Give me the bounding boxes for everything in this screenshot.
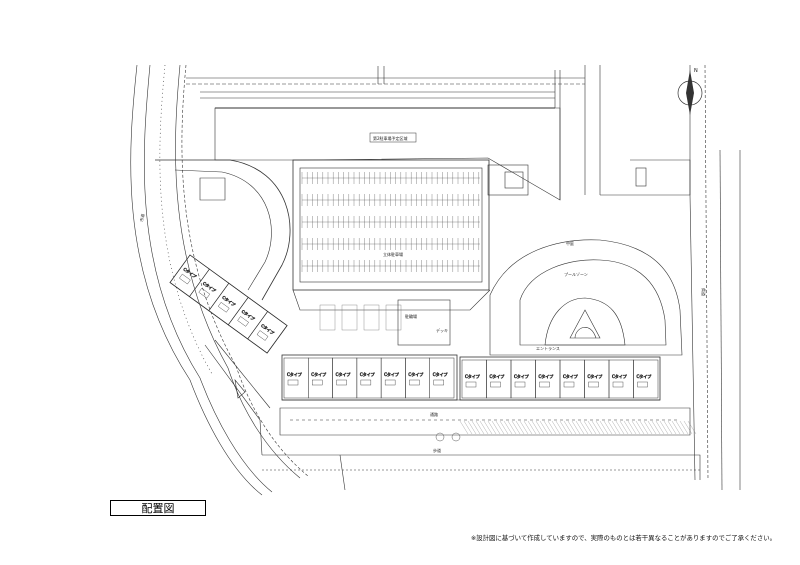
- label-entrance: エントランス: [536, 345, 560, 351]
- label-walkway: 通路: [430, 411, 438, 417]
- unit-type-label: Cタイプ: [287, 371, 302, 377]
- west-wing-building: Cタイプ Cタイプ Cタイプ Cタイプ Cタイプ: [169, 254, 288, 354]
- unit-type-label: Cタイプ: [514, 373, 529, 379]
- unit-type-label: Cタイプ: [563, 373, 578, 379]
- compass-north-label: N: [694, 68, 698, 74]
- parking-garage: [292, 159, 490, 291]
- unit-type-label: Cタイプ: [336, 371, 351, 377]
- north-road: [186, 65, 601, 200]
- drawing-title: 配置図: [110, 500, 206, 516]
- unit-type-label: Cタイプ: [490, 373, 505, 379]
- label-bicycle: 駐輪場: [405, 313, 417, 319]
- courtyard: [489, 239, 683, 356]
- main-building: [281, 354, 661, 401]
- label-top-area: 第2駐車場予定区域: [373, 135, 408, 141]
- disclaimer-note: ※設計図に基づいて作成していますので、実際のものとは若干異なることがありますので…: [470, 534, 776, 542]
- unit-type-label: Cタイプ: [202, 280, 217, 294]
- label-garden: 中庭: [566, 240, 574, 246]
- unit-type-label: Cタイプ: [539, 373, 554, 379]
- unit-type-label: Cタイプ: [465, 373, 480, 379]
- unit-type-label: Cタイプ: [637, 373, 652, 379]
- unit-type-label: Cタイプ: [360, 371, 375, 377]
- unit-type-label: Cタイプ: [612, 373, 627, 379]
- label-road-east: 県道: [701, 288, 707, 296]
- unit-type-label: Cタイプ: [433, 371, 448, 377]
- label-parking: 立体駐車場: [383, 251, 403, 257]
- north-compass: N: [677, 68, 703, 115]
- unit-type-label: Cタイプ: [182, 266, 197, 280]
- label-road-west: 市道: [138, 213, 145, 222]
- unit-type-label: Cタイプ: [408, 371, 423, 377]
- unit-type-label: Cタイプ: [241, 308, 256, 322]
- unit-type-label: Cタイプ: [588, 373, 603, 379]
- unit-type-label: Cタイプ: [311, 371, 326, 377]
- unit-type-label: Cタイプ: [260, 322, 275, 336]
- label-deck: デッキ: [436, 327, 448, 333]
- west-road: [130, 64, 309, 496]
- unit-type-label: Cタイプ: [384, 371, 399, 377]
- label-road-south: 歩道: [433, 447, 441, 453]
- south-strip: [262, 407, 701, 491]
- east-road: [600, 64, 741, 491]
- label-pool: プールゾーン: [564, 271, 588, 277]
- unit-type-label: Cタイプ: [221, 294, 236, 308]
